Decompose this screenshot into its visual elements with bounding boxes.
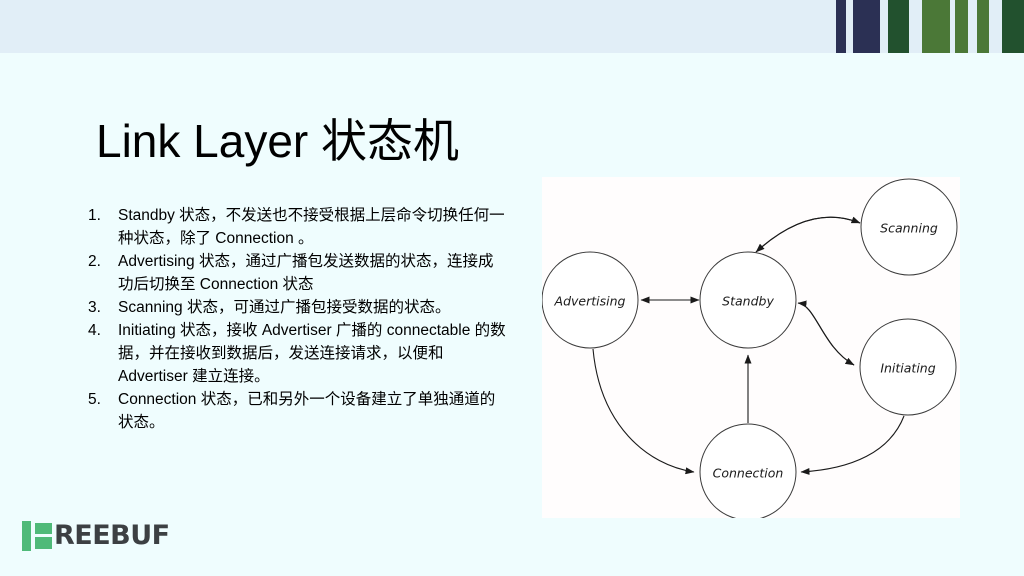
list-item-text: Advertising 状态，通过广播包发送数据的状态，连接成功后切换至 Con…: [118, 253, 494, 293]
state-node-circle: [542, 251, 639, 349]
state-node-connection[interactable]: Connection: [699, 423, 797, 518]
bar-dark-green-2: [1002, 0, 1024, 53]
edge-standby-scanning: [755, 216, 861, 253]
state-node-label: Scanning: [880, 221, 938, 236]
state-node-circle: [860, 178, 958, 276]
list-item-text: Connection 状态，已和另外一个设备建立了单独通道的状态。: [118, 391, 496, 431]
list-item: 2. Advertising 状态，通过广播包发送数据的状态，连接成功后切换至 C…: [88, 250, 508, 296]
list-item-number: 5.: [88, 391, 101, 408]
freebuf-wordmark: REEBUF: [54, 520, 170, 551]
edge-initiating-connection: [800, 415, 905, 475]
edge-initiating-standby: [797, 300, 855, 366]
list-item-number: 4.: [88, 322, 101, 339]
list-item-text: Scanning 状态，可通过广播包接受数据的状态。: [118, 299, 451, 316]
logo-f-icon: [35, 521, 52, 551]
list-item-text: Standby 状态，不发送也不接受根据上层命令切换任何一种状态，除了 Conn…: [118, 207, 505, 247]
bar-dark-green-1: [888, 0, 909, 53]
freebuf-logo: REEBUF: [22, 521, 170, 551]
bar-green-1: [922, 0, 950, 53]
edge-scanning-standby: [755, 216, 861, 253]
state-node-standby[interactable]: Standby: [699, 251, 797, 349]
page-title: Link Layer 状态机: [96, 115, 460, 167]
list-item-number: 1.: [88, 207, 101, 224]
state-node-advertising[interactable]: Advertising: [542, 251, 639, 349]
bar-green-2: [955, 0, 968, 53]
state-machine-svg: Advertising Standby ScanningInitiatingConn…: [542, 178, 958, 518]
edge-advertising-connection: [592, 348, 695, 475]
state-node-scanning[interactable]: Scanning: [860, 178, 958, 276]
bar-navy-2: [853, 0, 880, 53]
bar-navy-1: [836, 0, 846, 53]
state-node-label: Initiating: [880, 361, 935, 376]
state-node-label: Advertising: [554, 294, 626, 309]
state-node-label: Standby: [722, 294, 774, 309]
logo-bar-icon: [22, 521, 31, 551]
edge-standby-initiating: [797, 302, 855, 366]
bar-green-3: [977, 0, 989, 53]
state-node-circle: [859, 318, 957, 416]
diagram-nodes: Advertising Standby ScanningInitiatingConn…: [542, 178, 958, 518]
list-item-text: Initiating 状态，接收 Advertiser 广播的 connecta…: [118, 322, 506, 385]
state-node-initiating[interactable]: Initiating: [859, 318, 957, 416]
list-item: 5. Connection 状态，已和另外一个设备建立了单独通道的状态。: [88, 388, 508, 434]
list-item: 4. Initiating 状态，接收 Advertiser 广播的 connec…: [88, 319, 508, 388]
bullet-list: 1. Standby 状态，不发送也不接受根据上层命令切换任何一种状态，除了 Co…: [88, 204, 508, 434]
list-item-number: 3.: [88, 299, 101, 316]
diagram-edges: [592, 216, 905, 475]
state-node-label: Connection: [713, 466, 784, 481]
state-node-circle: [699, 423, 797, 518]
list-item: 3. Scanning 状态，可通过广播包接受数据的状态。: [88, 296, 508, 319]
state-node-circle: [699, 251, 797, 349]
list-item: 1. Standby 状态，不发送也不接受根据上层命令切换任何一种状态，除了 Co…: [88, 204, 508, 250]
list-item-number: 2.: [88, 253, 101, 270]
